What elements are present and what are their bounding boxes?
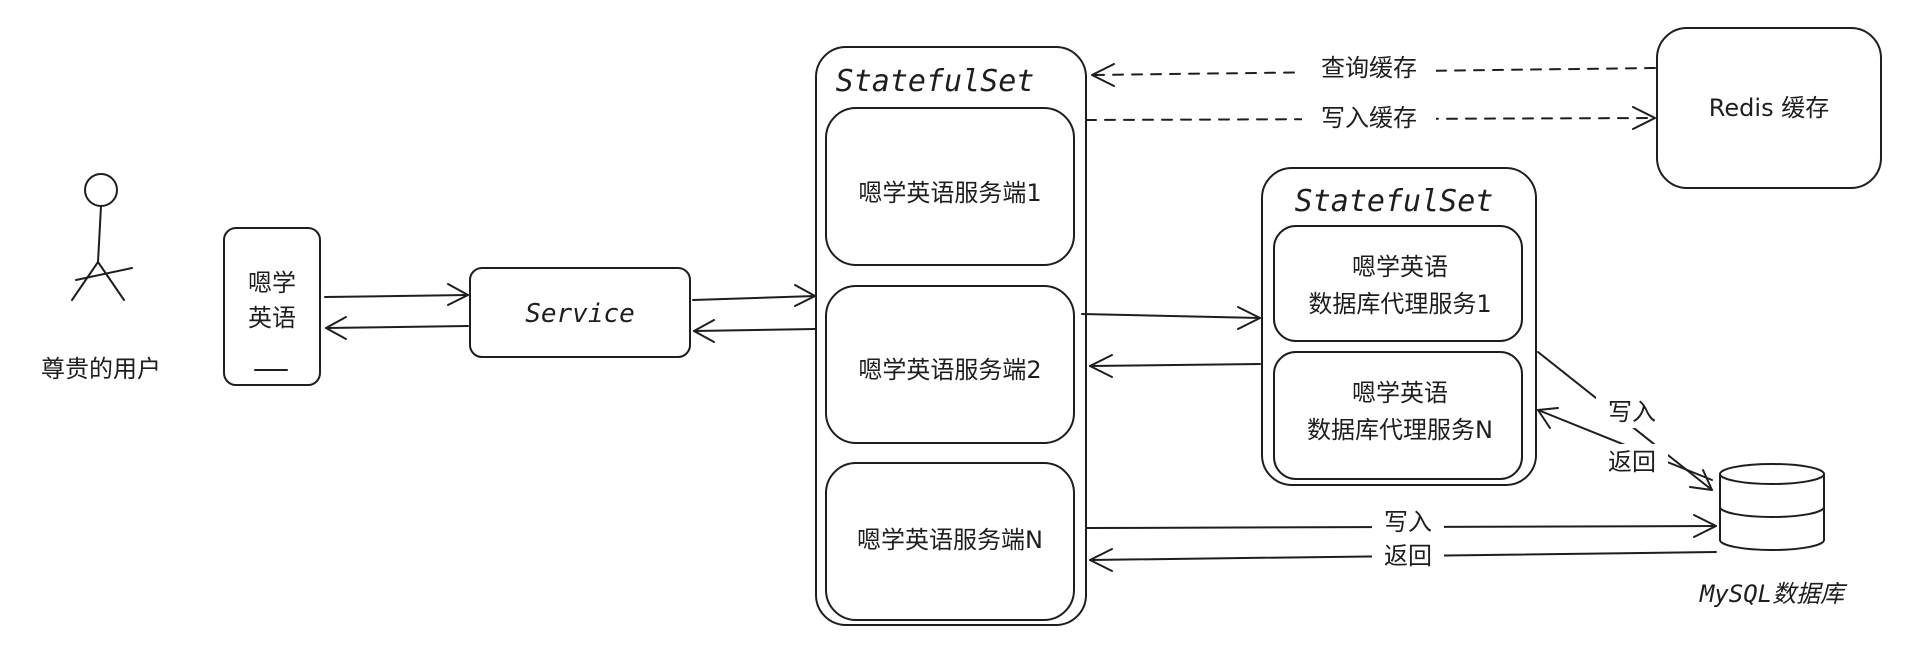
server-label-2: 嗯学英语服务端2 — [858, 356, 1041, 384]
server-label-n: 嗯学英语服务端N — [857, 526, 1043, 554]
user-label: 尊贵的用户 — [41, 355, 161, 383]
write-cache-arrow — [1085, 100, 1656, 134]
service-to-app-arrow — [325, 316, 469, 340]
statefulset-main-title: StatefulSet — [836, 64, 1035, 99]
proxy-write-label: 写入 — [1608, 398, 1656, 426]
server-box-n — [825, 462, 1075, 621]
proxy-1-line1: 嗯学英语 — [1352, 253, 1448, 281]
app-label-line2: 英语 — [248, 304, 296, 332]
mysql-label: MySQL数据库 — [1699, 580, 1848, 608]
statefulset-to-service-arrow — [693, 319, 816, 343]
user-figure — [71, 173, 133, 301]
query-cache-arrow — [1091, 50, 1656, 87]
query-cache-label: 查询缓存 — [1321, 54, 1417, 82]
mysql-database-icon — [1719, 463, 1825, 551]
proxy-box-n — [1273, 351, 1523, 480]
app-to-service-arrow — [324, 283, 469, 306]
service-label: Service — [525, 299, 635, 329]
proxy-return-label: 返回 — [1608, 448, 1656, 476]
service-box — [469, 267, 691, 358]
write-cache-label: 写入缓存 — [1321, 104, 1417, 132]
server-label-1: 嗯学英语服务端1 — [858, 179, 1041, 207]
direct-write-label: 写入 — [1384, 508, 1432, 536]
direct-return-label: 返回 — [1384, 542, 1432, 570]
app-client — [223, 227, 321, 386]
redis-label: Redis 缓存 — [1709, 94, 1829, 122]
statefulset-proxy-title: StatefulSet — [1295, 184, 1494, 219]
proxy-to-server-arrow — [1089, 354, 1261, 378]
proxy-n-line1: 嗯学英语 — [1352, 379, 1448, 407]
service-to-statefulset-arrow — [692, 284, 816, 307]
server-box-2 — [825, 285, 1075, 444]
redis-box — [1656, 27, 1882, 189]
server-to-proxy-arrow — [1081, 306, 1261, 330]
proxy-box-1 — [1273, 225, 1523, 342]
server-box-1 — [825, 107, 1075, 266]
proxy-1-line2: 数据库代理服务1 — [1308, 290, 1491, 318]
app-label-line1: 嗯学 — [248, 269, 296, 297]
proxy-n-line2: 数据库代理服务N — [1307, 416, 1493, 444]
